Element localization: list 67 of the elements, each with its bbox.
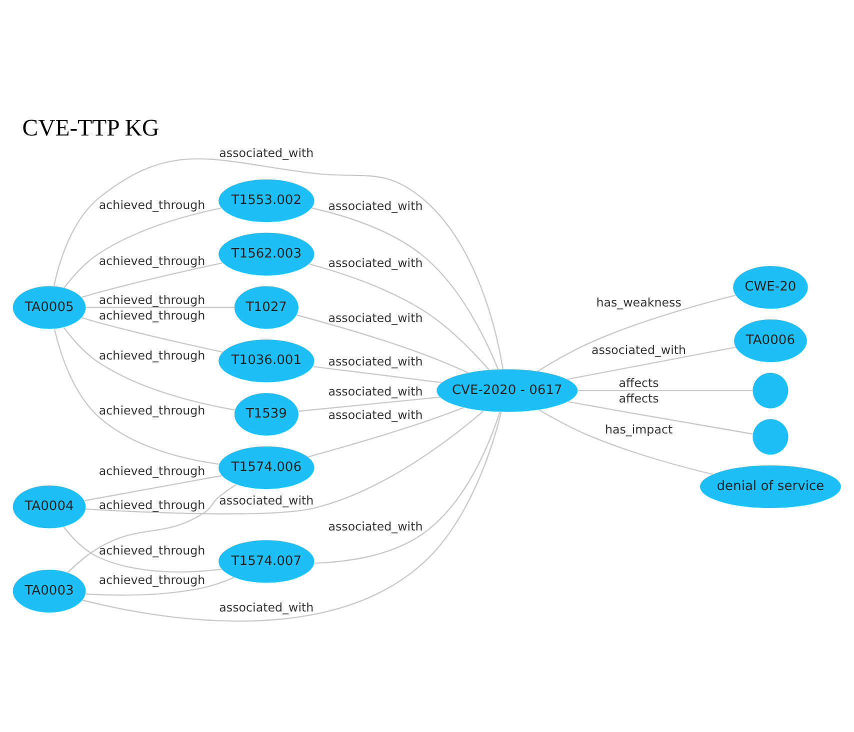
diagram-title: CVE-TTP KG <box>22 114 160 141</box>
node-ellipse: TA0003 <box>12 569 86 612</box>
connector <box>82 262 223 298</box>
edge-label: has_impact <box>604 422 673 436</box>
node-circle <box>752 418 788 454</box>
edge-label: achieved_through <box>98 198 206 212</box>
connector <box>86 410 484 514</box>
edge-label: achieved_through <box>98 348 206 362</box>
connector <box>568 400 753 434</box>
edge-label: achieved_through <box>98 402 206 417</box>
edge-label: associated_with <box>328 310 423 324</box>
node-circle <box>752 372 788 408</box>
connector <box>82 411 502 622</box>
connector <box>64 206 222 288</box>
node-ellipse: T1553.002 <box>218 178 314 222</box>
connector <box>86 306 234 308</box>
connector <box>84 474 222 501</box>
node-ellipse: T1036.001 <box>218 339 314 382</box>
node-ellipse: T1539 <box>234 392 298 436</box>
edge-label: associated_with <box>328 198 423 213</box>
edge-label: has_weakness <box>596 294 682 309</box>
edge-label: affects <box>618 390 659 405</box>
node-ellipse: TA0006 <box>734 318 807 362</box>
connector <box>309 262 490 370</box>
edge-label: associated_with <box>219 145 314 160</box>
connector <box>82 316 223 352</box>
edge-label: associated_with <box>328 384 423 398</box>
connector <box>85 576 235 596</box>
connector <box>567 346 736 380</box>
node-ellipse: T1574.006 <box>218 446 314 489</box>
edge-label: associated_with <box>219 492 314 507</box>
edge-label: achieved_through <box>98 308 206 322</box>
edge-label: achieved_through <box>98 572 206 586</box>
node-ellipse: T1574.007 <box>218 540 314 582</box>
node-ellipse: TA0005 <box>12 286 86 328</box>
connector <box>308 406 464 457</box>
node-ellipse: T1027 <box>234 286 298 328</box>
edge-label: affects <box>618 376 659 390</box>
connector <box>54 328 219 464</box>
node-ellipse: denial of service <box>700 464 841 508</box>
edge-label: achieved_through <box>98 292 206 306</box>
connector <box>63 326 235 410</box>
connector <box>53 158 504 369</box>
edge-label: achieved_through <box>98 498 206 512</box>
node-ellipse: CVE-2020 - 0617 <box>436 368 578 412</box>
edge-label: associated_with <box>592 342 686 356</box>
connector <box>296 314 468 373</box>
edge-label: achieved_through <box>98 253 206 268</box>
node-ellipse: TA0004 <box>12 485 86 528</box>
connector <box>538 408 713 474</box>
connector <box>67 483 237 572</box>
edge-label: associated_with <box>328 354 423 368</box>
connector <box>311 206 499 369</box>
connector <box>312 365 442 383</box>
connector <box>298 396 440 412</box>
edge-label: associated_with <box>328 256 423 270</box>
edge-label: achieved_through <box>98 542 206 557</box>
edge-label: associated_with <box>219 600 314 614</box>
node-ellipse: CWE-20 <box>733 266 808 308</box>
connector <box>537 294 736 372</box>
edge-label: associated_with <box>328 408 423 422</box>
edge-label: associated_with <box>328 519 423 534</box>
edge-label: achieved_through <box>98 463 206 478</box>
node-ellipse: T1562.003 <box>218 232 314 275</box>
connector <box>63 526 222 572</box>
connector <box>578 389 752 391</box>
connector <box>314 411 500 564</box>
